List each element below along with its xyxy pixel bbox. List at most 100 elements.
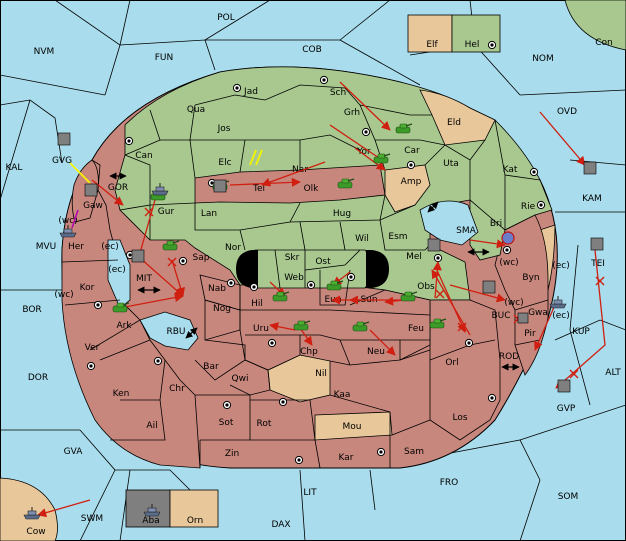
order-move — [432, 261, 442, 299]
coast-label-her-ec: (ec) — [101, 242, 119, 252]
sea-label-dor: DOR — [28, 373, 48, 383]
supply-center — [249, 282, 259, 292]
land-label-qua: Qua — [187, 105, 205, 115]
land-label-aba: Aba — [142, 516, 159, 526]
region-elf — [407, 14, 453, 53]
order-move — [555, 249, 606, 389]
coast-label-gor-wc: (wc) — [58, 216, 77, 226]
sea-label-rbu: RBU — [166, 327, 185, 337]
land-label-orn: Orn — [187, 516, 203, 526]
sea-label-cob: COB — [302, 45, 322, 55]
supply-center — [361, 127, 371, 137]
land-label-nog: Nog — [213, 304, 231, 314]
supply-center — [464, 338, 474, 348]
land-label-byn: Byn — [522, 273, 539, 283]
sea-label-kal: KAL — [6, 163, 23, 173]
order-convoy — [71, 209, 79, 229]
central-west-cap — [236, 250, 258, 288]
supply-center — [346, 272, 356, 282]
coast-label-kor-wc: (wc) — [54, 290, 73, 300]
sea-label-swm: SWM — [81, 514, 103, 524]
land-label-eld: Eld — [447, 118, 461, 128]
supply-center — [178, 256, 188, 266]
region-inner-south — [239, 281, 431, 371]
land-label-rie: Rie — [521, 202, 536, 212]
supply-center — [502, 245, 512, 255]
land-label-feu: Feu — [408, 324, 424, 334]
land-label-skr: Skr — [285, 253, 300, 263]
land-label-wil: Wil — [355, 234, 369, 244]
order-support — [249, 149, 263, 166]
sea-label-dax: DAX — [271, 520, 290, 530]
land-label-jad: Jad — [243, 87, 258, 97]
supply-center — [487, 40, 497, 50]
coast-label-byn-ec: (ec) — [552, 261, 570, 271]
failed-order-mark — [435, 289, 445, 299]
order-move — [37, 499, 91, 518]
supply-center — [406, 160, 416, 170]
land-label-ark: Ark — [116, 321, 132, 331]
land-label-can: Can — [135, 151, 153, 161]
order-move — [369, 329, 396, 356]
supply-center — [294, 455, 304, 465]
supply-center — [306, 280, 316, 290]
land-label-elc: Elc — [218, 158, 231, 168]
order-move — [329, 124, 386, 163]
land-label-chp: Chp — [300, 347, 318, 357]
land-label-gaw: Gaw — [83, 201, 103, 211]
order-move — [449, 284, 506, 303]
land-label-amp: Amp — [401, 177, 422, 187]
supply-center — [376, 447, 386, 457]
sea-label-kam: KAM — [582, 194, 602, 204]
supply-center — [319, 75, 329, 85]
failed-order-mark — [457, 322, 467, 332]
failed-order-mark — [569, 369, 579, 379]
land-label-her: Her — [68, 242, 84, 252]
order-move — [469, 239, 506, 249]
land-borders — [61, 84, 549, 469]
supply-center — [433, 253, 443, 263]
supply-center — [124, 136, 134, 146]
sea-labels: POL NVM FUN COB NOM Con OVD KAM KAL GVG … — [6, 13, 622, 537]
land-label-nar: Nar — [292, 165, 308, 175]
land-label-obs: Obs — [417, 282, 435, 292]
land-label-sap: Sap — [193, 253, 210, 263]
land-label-chr: Chr — [169, 384, 185, 394]
order-move — [431, 269, 471, 336]
supply-center — [93, 300, 103, 310]
supply-center — [232, 83, 242, 93]
convoy-route — [427, 201, 439, 213]
land-label-orl: Orl — [445, 358, 458, 368]
coast-label-kor-ec: (ec) — [108, 265, 126, 275]
order-move — [229, 177, 301, 187]
order-move — [539, 111, 586, 166]
land-label-kaa: Kaa — [334, 390, 351, 400]
land-label-bar: Bar — [203, 362, 219, 372]
sea-label-nvm: NVM — [34, 47, 55, 57]
order-move — [354, 147, 386, 171]
sea-label-fro: FRO — [440, 478, 459, 488]
coast-label-gwa-ec: (ec) — [552, 311, 570, 321]
sea-label-ovd: OVD — [557, 107, 577, 117]
convoy-routes — [109, 172, 520, 371]
sea-label-kup: KUP — [572, 327, 590, 337]
failed-order-mark — [144, 207, 154, 217]
supply-center — [536, 200, 546, 210]
supply-center — [153, 356, 163, 366]
lake-rbu — [139, 311, 199, 351]
region-eld — [419, 89, 496, 146]
land-label-elf: Elf — [426, 40, 438, 50]
units — [23, 123, 604, 520]
coast-label-bri-wc: (wc) — [499, 258, 518, 268]
order-move — [435, 267, 466, 333]
land-label-gur: Gur — [158, 207, 175, 217]
land-label-ver: Ver — [85, 343, 100, 353]
order-move — [534, 304, 556, 351]
sea-label-pol: POL — [217, 13, 235, 23]
region-orn — [169, 489, 219, 528]
order-move — [339, 81, 391, 131]
land-label-grh: Grh — [344, 108, 360, 118]
failed-order-mark — [167, 257, 177, 267]
supply-center — [529, 167, 539, 177]
